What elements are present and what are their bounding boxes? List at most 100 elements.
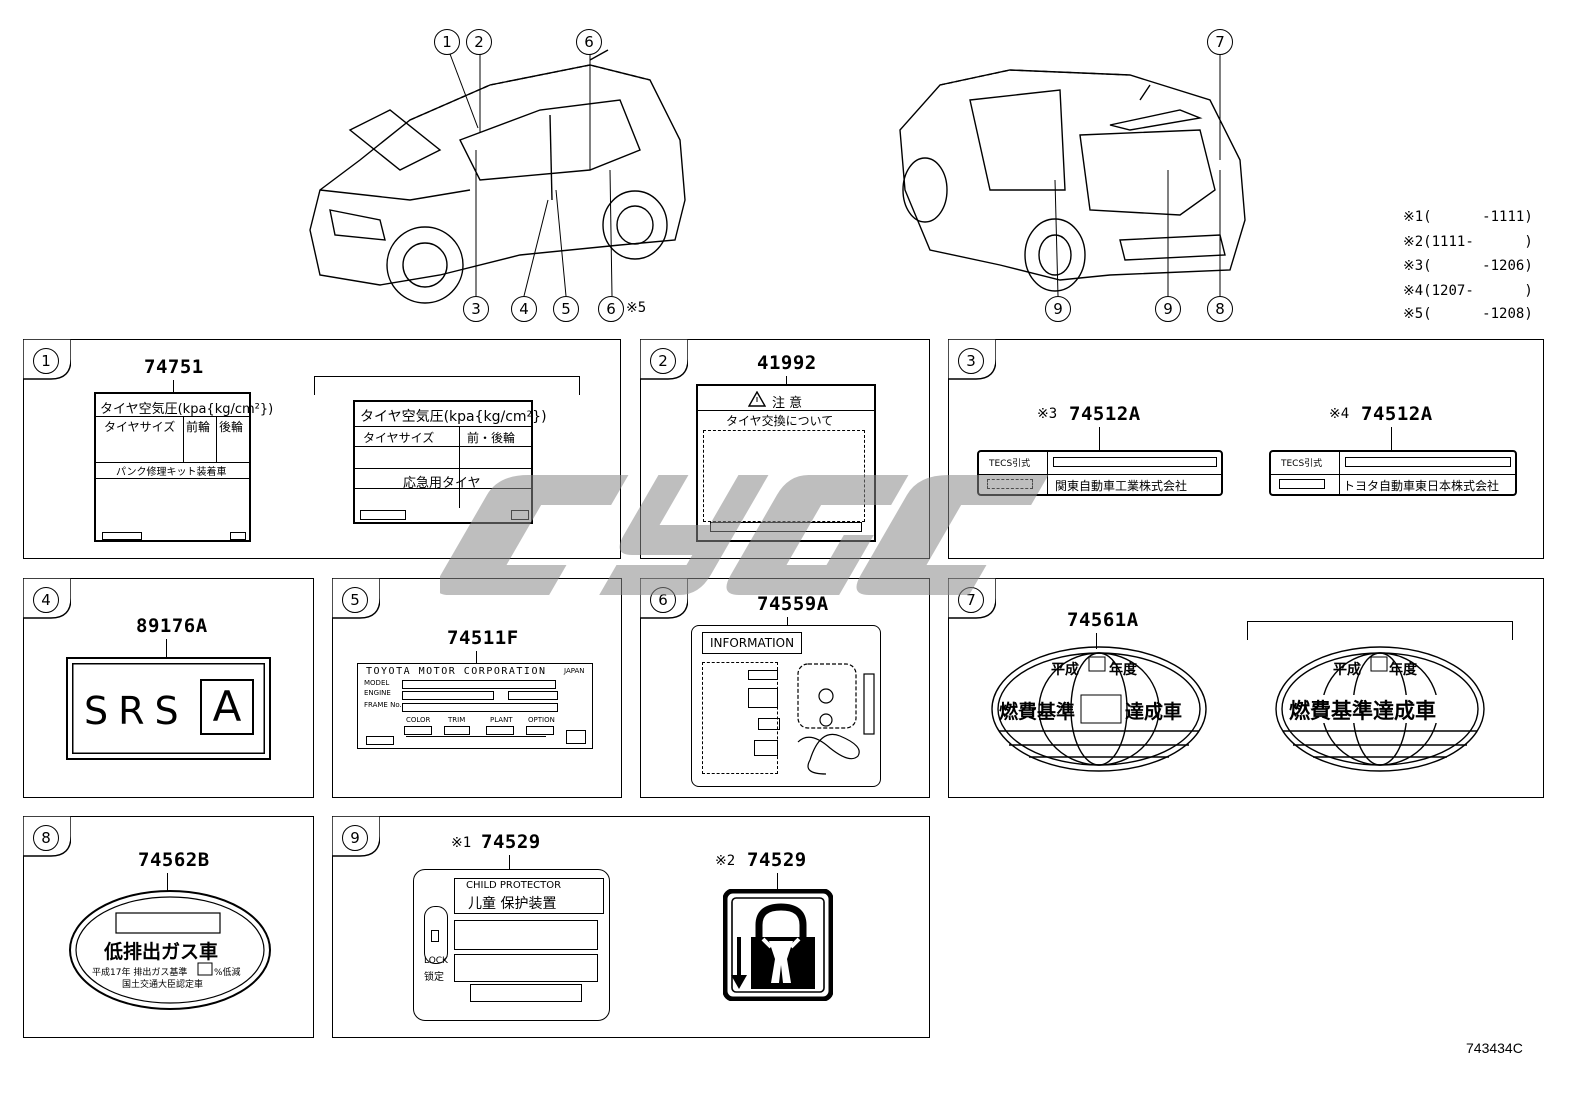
corp-text: TOYOTA MOTOR CORPORATION — [366, 666, 547, 677]
maker-name-a: 関東自動車工業株式会社 — [1055, 479, 1188, 493]
leader-line — [166, 639, 168, 657]
engine-bay-illustration — [797, 663, 875, 775]
emission-pct: %低減 — [214, 968, 241, 978]
callout-6-top: 6 — [576, 29, 602, 55]
front-note-5: ※5 — [626, 300, 647, 316]
engine-text: ENGINE — [364, 689, 391, 697]
child-protector-label: CHILD PROTECTOR 儿童 保护装置 LOCK 锁定 — [413, 869, 610, 1021]
srs-text: SRS — [84, 689, 189, 733]
rear-car-illustration — [899, 54, 1246, 297]
low-emission-text: 低排出ガス車 — [104, 941, 219, 963]
leader-line — [167, 873, 169, 891]
maker-plate-b: TECS引式 トヨタ自動車東日本株式会社 — [1269, 450, 1517, 496]
spare-tire-text: 応急用タイヤ — [403, 476, 481, 491]
leader-line — [476, 651, 478, 663]
callout-5: 5 — [553, 296, 579, 322]
emission-line-1: 平成17年 排出ガス基準 — [92, 968, 188, 978]
panel-number: 2 — [650, 348, 676, 374]
panel-9: 9 ※1 74529 CHILD PROTECTOR 儿童 保护装置 LOCK … — [332, 816, 930, 1038]
part-number: 74559A — [757, 593, 829, 615]
emission-line-2: 国土交通大臣認定車 — [122, 980, 204, 990]
part-number-a: 74512A — [1069, 403, 1141, 425]
tire-size-heading-b: タイヤサイズ — [363, 431, 435, 445]
information-box: INFORMATION — [702, 632, 802, 654]
leader-line — [1391, 427, 1393, 451]
leader-line — [786, 376, 788, 384]
bracket-line — [314, 376, 580, 395]
tecs-text: TECS引式 — [989, 459, 1031, 469]
tire-title: タイヤ空気圧(kpa{kg/cm²}) — [100, 402, 274, 417]
child-protector-en: CHILD PROTECTOR — [466, 880, 562, 891]
callout-8: 8 — [1207, 296, 1233, 322]
panel-number: 9 — [342, 825, 368, 851]
part-number-a: 74529 — [481, 831, 541, 853]
note-ref-2: ※2 — [715, 853, 736, 869]
front-rear-heading: 前・後輪 — [467, 431, 516, 445]
caution-title: 注 意 — [772, 396, 803, 411]
note-ref-1: ※1 — [451, 835, 472, 851]
note-5: ※5( -1208) — [1403, 306, 1533, 322]
callout-4: 4 — [511, 296, 537, 322]
part-number: 41992 — [757, 352, 817, 374]
note-1: ※1( -1111) — [1403, 209, 1533, 225]
standard-text-a2: 達成車 — [1125, 701, 1183, 723]
information-text: INFORMATION — [709, 636, 795, 650]
lock-switch-icon — [424, 906, 448, 964]
leader-line — [1096, 633, 1098, 649]
panel-7: 7 74561A 平成 年度 燃費基準 達成車 平成 年度 — [948, 578, 1544, 798]
tecs-text: TECS引式 — [1281, 459, 1323, 469]
tire-title-b: タイヤ空気圧(kpa{kg/cm²}) — [360, 409, 547, 425]
tire-exchange-text: タイヤ交換について — [726, 414, 834, 428]
plant-text: PLANT — [490, 716, 513, 724]
heisei-text-b: 平成 — [1333, 662, 1361, 678]
part-number-b: 74529 — [747, 849, 807, 871]
child-protector-jp: 儿童 保护装置 — [468, 896, 557, 912]
bracket-line — [1247, 621, 1513, 640]
fuel-economy-sticker-a — [991, 646, 1207, 772]
panel-number: 8 — [33, 825, 59, 851]
callout-2: 2 — [466, 29, 492, 55]
note-3: ※3( -1206) — [1403, 258, 1533, 274]
srs-a-text: A — [212, 682, 242, 731]
japan-text: JAPAN — [564, 667, 585, 675]
part-number-b: 74512A — [1361, 403, 1433, 425]
rear-heading: 後輪 — [219, 420, 244, 434]
note-ref-4: ※4 — [1329, 406, 1350, 422]
lock-jp-text: 锁定 — [424, 972, 444, 983]
panel-8: 8 74562B 低排出ガス車 平成17年 排出ガス基準 %低減 国土交通大臣認… — [23, 816, 314, 1038]
leader-line — [1099, 427, 1101, 451]
panel-3: 3 ※3 74512A TECS引式 関東自動車工業株式会社 ※4 74512A… — [948, 339, 1544, 559]
panel-number: 1 — [33, 348, 59, 374]
tire-size-heading: タイヤサイズ — [104, 420, 176, 434]
low-emission-sticker — [69, 890, 271, 1010]
panel-6: 6 74559A INFORMATION — [640, 578, 930, 798]
frame-text: FRAME No. — [364, 701, 402, 709]
color-text: COLOR — [406, 716, 431, 724]
leader-line — [173, 380, 175, 392]
information-label: INFORMATION — [691, 625, 881, 787]
panel-number: 3 — [958, 348, 984, 374]
part-number: 74511F — [447, 627, 519, 649]
srs-a-box: A — [200, 679, 254, 735]
part-number: 74561A — [1067, 609, 1139, 631]
note-4: ※4(1207- ) — [1403, 283, 1533, 299]
leader-line — [787, 617, 789, 627]
fuel-economy-sticker-b — [1275, 646, 1485, 772]
part-number: 89176A — [136, 615, 208, 637]
trim-text: TRIM — [448, 716, 466, 724]
nendo-text-a: 年度 — [1109, 662, 1137, 678]
callout-1: 1 — [434, 29, 460, 55]
heisei-text-a: 平成 — [1051, 662, 1079, 678]
panel-number: 4 — [33, 587, 59, 613]
part-number: 74751 — [144, 356, 204, 378]
front-heading: 前輪 — [186, 420, 211, 434]
maker-name-b: トヨタ自動車東日本株式会社 — [1343, 479, 1500, 493]
callout-7: 7 — [1207, 29, 1233, 55]
panel-5: 5 74511F TOYOTA MOTOR CORPORATION JAPAN … — [332, 578, 622, 798]
leader-line — [509, 855, 511, 869]
standard-text-b: 燃費基準達成車 — [1289, 699, 1436, 723]
tire-pressure-label-a: タイヤ空気圧(kpa{kg/cm²}) タイヤサイズ 前輪 後輪 パンク修理キッ… — [94, 392, 273, 542]
part-number: 74562B — [138, 849, 210, 871]
srs-label: SRS A — [66, 657, 271, 760]
warning-icon — [748, 391, 766, 407]
